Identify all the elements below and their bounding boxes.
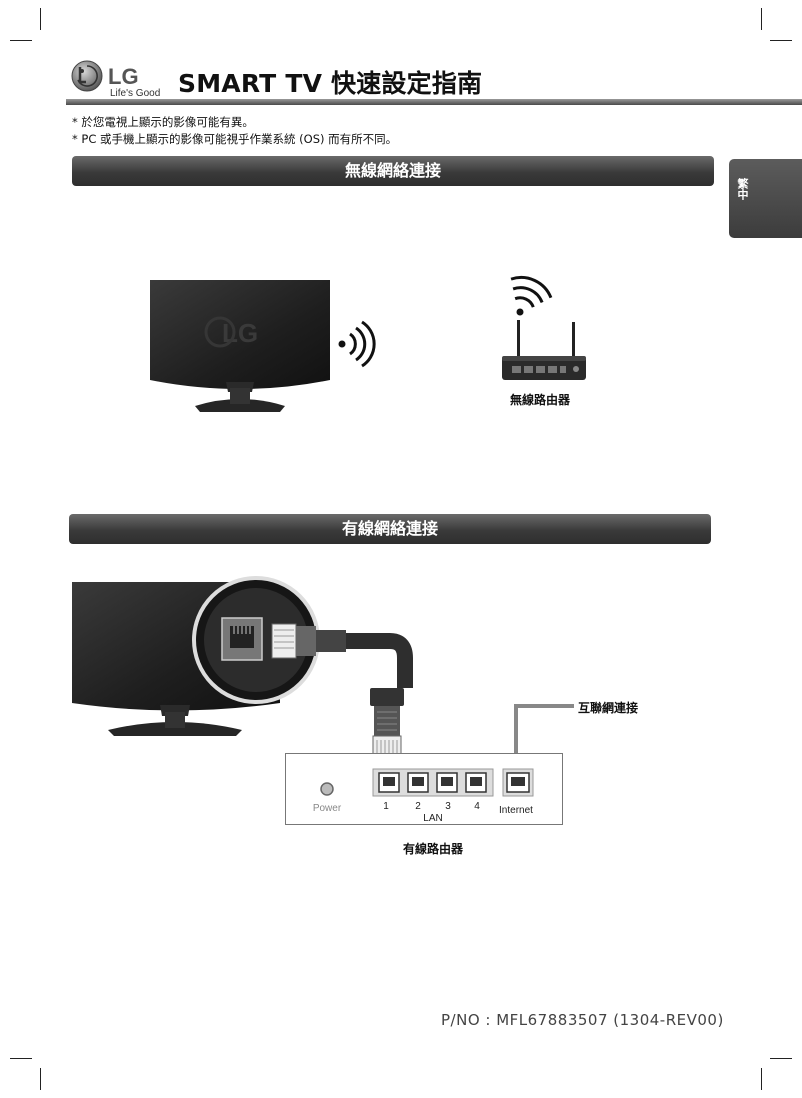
part-number: P/NO : MFL67883507 (1304-REV00) xyxy=(441,1011,724,1029)
wired-tv-illustration xyxy=(72,576,413,736)
lan-port xyxy=(378,772,400,793)
wireless-router-caption: 無線路由器 xyxy=(510,393,571,407)
wireless-router-illustration xyxy=(502,276,586,380)
wireless-section-title: 無線網絡連接 xyxy=(72,156,714,186)
lan-port-number: 3 xyxy=(445,801,451,812)
power-label: Power xyxy=(313,803,342,814)
lan-plug-illustration xyxy=(370,688,404,757)
lan-port-number: 4 xyxy=(474,801,480,812)
internet-connection-caption: 互聯網連接 xyxy=(578,701,639,715)
power-button-icon xyxy=(320,782,334,796)
wired-router-panel: Power 1 2 3 4 LAN Internet xyxy=(285,753,563,825)
lan-port xyxy=(465,772,487,793)
crop-mark xyxy=(40,8,41,30)
lg-logo: LG Life's Good xyxy=(71,60,160,99)
lan-label: LAN xyxy=(423,813,442,824)
internet-label: Internet xyxy=(499,805,533,816)
wifi-broadcast-icon xyxy=(510,276,553,316)
wired-section-title: 有線網絡連接 xyxy=(69,514,711,544)
header-rule xyxy=(66,99,802,105)
crop-mark xyxy=(40,1068,41,1090)
crop-mark xyxy=(770,1058,792,1059)
lan-port-number: 1 xyxy=(383,801,389,812)
crop-mark xyxy=(761,8,762,30)
crop-mark xyxy=(770,40,792,41)
lan-port-number: 2 xyxy=(415,801,421,812)
crop-mark xyxy=(761,1068,762,1090)
lan-port xyxy=(407,772,429,793)
language-tab xyxy=(729,159,802,238)
document-title: SMART TV 快速設定指南 xyxy=(178,69,483,98)
internet-port xyxy=(506,772,530,793)
note-line-2: * PC 或手機上顯示的影像可能視乎作業系統 (OS) 而有所不同。 xyxy=(72,132,398,146)
wifi-signal-icon xyxy=(338,320,376,368)
logo-tagline: Life's Good xyxy=(110,88,160,99)
lan-port xyxy=(436,772,458,793)
crop-mark xyxy=(10,1058,32,1059)
crop-mark xyxy=(10,40,32,41)
wireless-tv-illustration: LG xyxy=(150,280,330,412)
logo-text: LG xyxy=(108,64,139,89)
wired-router-caption: 有線路由器 xyxy=(403,842,464,856)
note-line-1: * 於您電視上顯示的影像可能有異。 xyxy=(72,115,254,129)
language-tab-label: 繁中 xyxy=(736,178,749,200)
